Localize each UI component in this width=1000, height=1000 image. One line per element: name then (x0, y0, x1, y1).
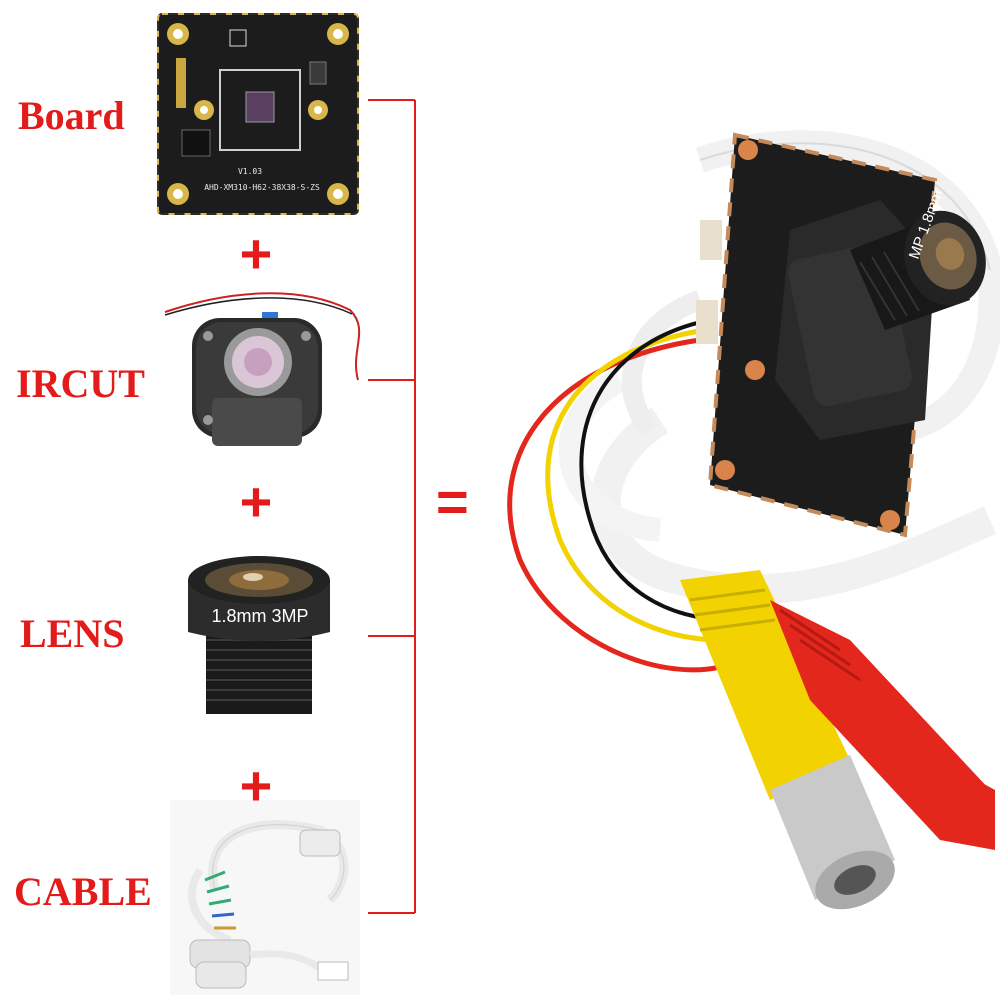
lens-label: LENS (20, 611, 125, 656)
plus-sign-3: + (239, 754, 273, 817)
board-model-text: AHD-XM310-H62-38X38-S-ZS (204, 183, 320, 192)
plus-sign-2: + (239, 470, 273, 533)
cable-label: CABLE (14, 869, 152, 914)
board-image: V1.03 AHD-XM310-H62-38X38-S-ZS (157, 13, 359, 215)
ircut-image (164, 292, 361, 446)
board-label: Board (18, 93, 125, 138)
board-version-text: V1.03 (238, 167, 262, 176)
plus-sign-1: + (239, 222, 273, 285)
lens-image: 1.8mm 3MP (188, 556, 330, 714)
cable-image (170, 800, 360, 995)
ircut-label: IRCUT (16, 361, 145, 406)
assembled-camera-image: MP 1.8mm (507, 130, 1000, 910)
bracket-line (368, 99, 416, 914)
lens-spec-text: 1.8mm 3MP (211, 606, 308, 626)
equals-sign: = (436, 470, 469, 533)
